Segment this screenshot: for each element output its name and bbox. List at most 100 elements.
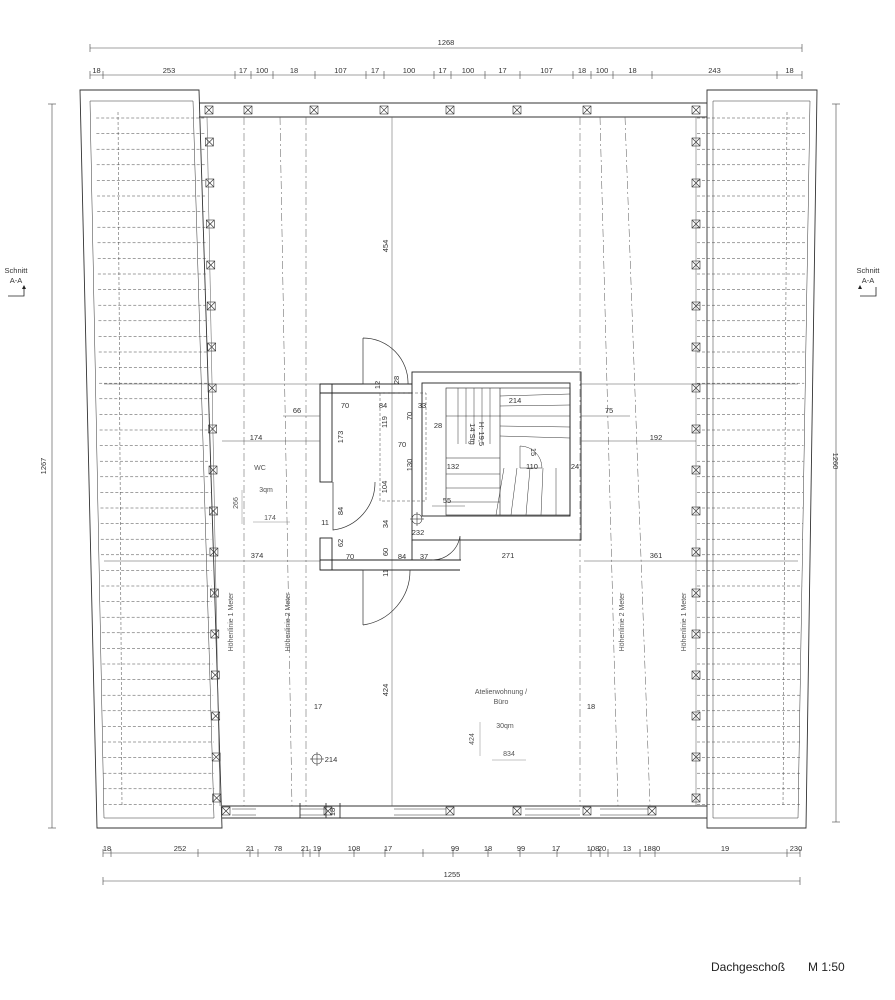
bottom-dimensions <box>102 849 801 885</box>
svg-text:361: 361 <box>650 551 663 560</box>
bottom-segment-dim: 108 <box>587 844 600 853</box>
height-line-2m-left: Höhenlinie 2 Meter <box>285 592 292 651</box>
bottom-segment-dim: 18 <box>103 844 111 853</box>
svg-text:37: 37 <box>420 552 428 561</box>
top-segment-dim: 18 <box>290 66 298 75</box>
section-marker-right: Schnitt A-A <box>857 266 880 297</box>
top-segment-dim: 17 <box>239 66 247 75</box>
room-dim-arrows <box>241 490 526 761</box>
height-line-2m-right: Höhenlinie 2 Meter <box>619 592 626 651</box>
svg-text:62: 62 <box>336 539 345 547</box>
bottom-segment-dim: 80 <box>652 844 660 853</box>
bottom-segment-dim: 17 <box>384 844 392 853</box>
inner-dimension-labels: 454 424 174 66 374 271 361 192 75 214 28… <box>250 240 663 816</box>
svg-text:A-A: A-A <box>862 276 875 285</box>
top-segment-dim: 243 <box>708 66 721 75</box>
bottom-segment-dim: 19 <box>721 844 729 853</box>
top-segment-dim: 100 <box>462 66 475 75</box>
svg-text:110: 110 <box>526 462 538 471</box>
svg-text:70: 70 <box>341 401 349 410</box>
svg-text:28: 28 <box>434 421 442 430</box>
roof-windows <box>204 105 701 816</box>
top-segment-dim: 17 <box>371 66 379 75</box>
svg-text:454: 454 <box>381 240 390 253</box>
top-segment-dim: 17 <box>438 66 446 75</box>
plan-scale: M 1:50 <box>808 960 845 974</box>
height-line-1m-left: Höhenlinie 1 Meter <box>228 592 235 651</box>
top-segment-dim: 100 <box>596 66 609 75</box>
stair-steps <box>446 388 571 516</box>
svg-text:15: 15 <box>529 448 538 456</box>
svg-text:214: 214 <box>325 755 338 764</box>
room-wc-width: 174 <box>264 515 276 522</box>
top-dimensions <box>89 44 803 79</box>
bottom-segment-dim: 78 <box>274 844 282 853</box>
svg-text:66: 66 <box>293 406 301 415</box>
level-marker-icon <box>310 512 424 766</box>
bottom-segment-dim: 21 <box>301 844 309 853</box>
svg-text:75: 75 <box>605 406 613 415</box>
room-atelier-area: 30qm <box>496 723 514 730</box>
bottom-segment-dim: 99 <box>451 844 459 853</box>
svg-text:11: 11 <box>381 569 390 577</box>
top-segment-dim: 18 <box>628 66 636 75</box>
top-segment-dim: 107 <box>334 66 347 75</box>
svg-text:12: 12 <box>373 381 382 389</box>
room-atelier-name: Atelierwohnung / <box>475 689 527 696</box>
top-segment-dim: 18 <box>785 66 793 75</box>
side-dimensions <box>48 103 840 829</box>
bottom-segment-dim: 13 <box>623 844 631 853</box>
svg-text:18: 18 <box>587 702 595 711</box>
section-marker-left: Schnitt A-A <box>5 266 28 297</box>
stair-steps-label: 14 Stg <box>468 423 477 445</box>
shaft-outline <box>379 392 427 502</box>
top-segment-dim: 100 <box>256 66 269 75</box>
bottom-segment-dim: 17 <box>552 844 560 853</box>
left-side-dim: 1267 <box>39 458 48 475</box>
stair-rise-label: H: 19,5 <box>477 422 486 446</box>
svg-text:33: 33 <box>418 401 426 410</box>
svg-text:130: 130 <box>405 459 414 472</box>
svg-text:18: 18 <box>328 808 337 816</box>
room-atelier-height: 424 <box>469 733 476 745</box>
top-segment-dim: 100 <box>403 66 416 75</box>
svg-text:28: 28 <box>392 376 401 384</box>
room-wc-name: WC <box>254 465 266 472</box>
bottom-segment-dim: 20 <box>598 844 606 853</box>
svg-text:174: 174 <box>250 433 263 442</box>
bottom-segment-dim: 21 <box>246 844 254 853</box>
svg-text:271: 271 <box>502 551 515 560</box>
right-side-dim: 1260 <box>831 453 840 470</box>
svg-text:424: 424 <box>381 684 390 697</box>
bottom-segment-dim: 230 <box>790 844 803 853</box>
svg-text:119: 119 <box>380 416 389 428</box>
bottom-segment-dim: 18 <box>484 844 492 853</box>
svg-text:232: 232 <box>412 528 425 537</box>
svg-text:214: 214 <box>509 396 522 405</box>
top-segment-dim: 253 <box>163 66 176 75</box>
room-atelier-width: 834 <box>503 751 515 758</box>
svg-text:55: 55 <box>443 496 451 505</box>
top-segment-dim: 18 <box>578 66 586 75</box>
bottom-total-dim: 1255 <box>444 870 461 879</box>
svg-text:70: 70 <box>398 440 406 449</box>
top-segment-dim: 17 <box>498 66 506 75</box>
building-outline <box>79 89 818 829</box>
svg-text:70: 70 <box>405 412 414 420</box>
plan-title: Dachgeschoß <box>711 960 786 974</box>
svg-text:132: 132 <box>447 462 460 471</box>
bottom-segment-dim: 18 <box>643 844 651 853</box>
room-wc-area: 3qm <box>259 487 273 494</box>
svg-text:34: 34 <box>381 520 390 528</box>
room-wc-height: 266 <box>233 497 240 509</box>
height-line-1m-right: Höhenlinie 1 Meter <box>681 592 688 651</box>
room-atelier-name2: Büro <box>494 699 509 706</box>
bottom-segment-dim: 108 <box>348 844 361 853</box>
svg-text:11: 11 <box>321 518 329 527</box>
svg-text:84: 84 <box>336 507 345 515</box>
rafter-lines <box>96 111 807 807</box>
height-lines <box>243 116 651 807</box>
